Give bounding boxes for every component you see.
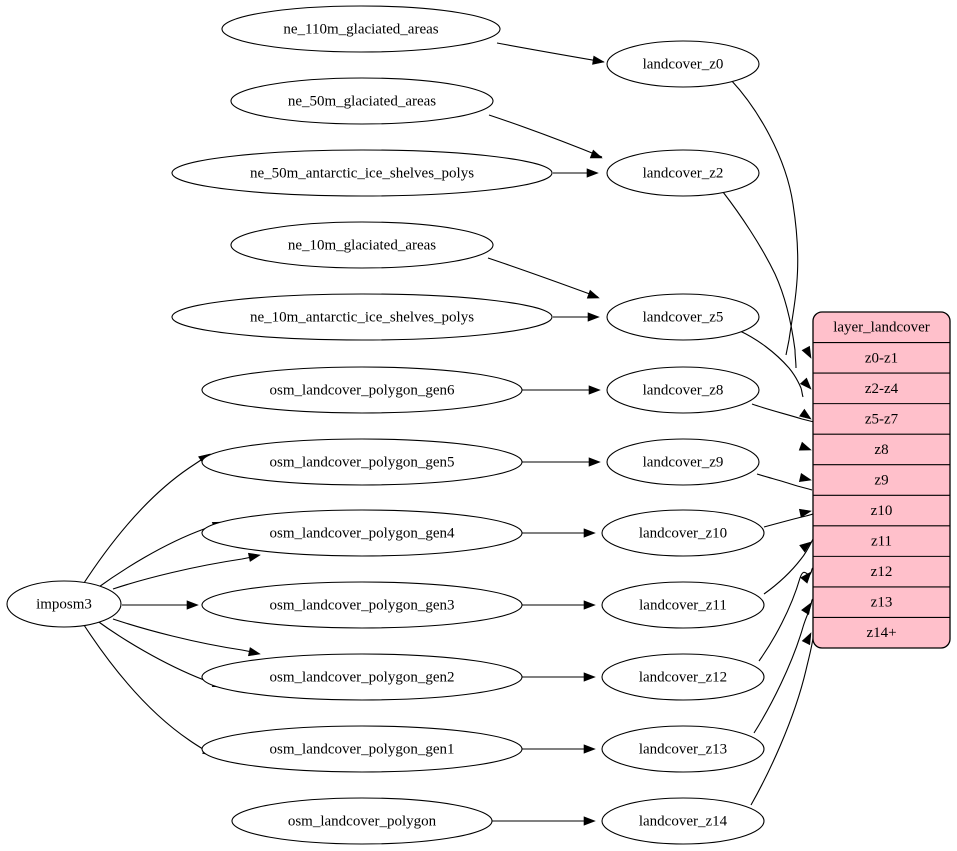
node-shape-osm_landcover_polygon — [231, 797, 493, 845]
node-shape-osm_landcover_polygon_gen2 — [201, 653, 523, 701]
arrowhead-landcover_z14_in — [583, 816, 596, 826]
node-osm_landcover_polygon_gen2[interactable]: osm_landcover_polygon_gen2 — [201, 653, 523, 701]
node-osm_landcover_polygon[interactable]: osm_landcover_polygon — [231, 797, 493, 845]
node-landcover_z12[interactable]: landcover_z12 — [601, 653, 765, 701]
node-shape-osm_landcover_polygon_gen3 — [201, 581, 523, 629]
node-landcover_z9[interactable]: landcover_z9 — [606, 438, 760, 486]
edge-ne_110m_glaciated_areas-to-landcover_z0 — [496, 42, 605, 63]
arrowhead-landcover_z13_in — [583, 744, 596, 754]
arrowhead-osm_gen4 — [247, 552, 261, 562]
node-landcover_z5[interactable]: landcover_z5 — [606, 293, 760, 341]
arrowhead-rec_z12 — [800, 571, 812, 584]
node-shape-landcover_z8 — [606, 366, 760, 414]
node-shape-landcover_z5 — [606, 293, 760, 341]
node-shape-osm_landcover_polygon_gen5 — [201, 438, 523, 486]
arrowhead-landcover_z12_in — [583, 672, 596, 682]
node-shape-landcover_z0 — [606, 40, 760, 88]
arrowhead-landcover_z10_in — [583, 528, 596, 538]
node-osm_landcover_polygon_gen5[interactable]: osm_landcover_polygon_gen5 — [201, 438, 523, 486]
arrowhead-rec_z2z4 — [799, 377, 812, 390]
arrowhead-rec_z0z1 — [801, 345, 812, 359]
edge-landcover_z2-to-record.z2-z4 — [722, 191, 797, 369]
arrowhead-rec_z8 — [798, 441, 812, 451]
node-shape-landcover_z13 — [601, 725, 765, 773]
node-landcover_z13[interactable]: landcover_z13 — [601, 725, 765, 773]
arrowhead-rec_z11 — [799, 541, 812, 553]
node-osm_landcover_polygon_gen4[interactable]: osm_landcover_polygon_gen4 — [201, 509, 523, 557]
node-shape-ne_10m_glaciated_areas — [230, 221, 494, 269]
record-outline — [812, 311, 951, 649]
node-shape-imposm3 — [6, 580, 122, 628]
arrowhead-rec_z14 — [801, 632, 812, 646]
edge-landcover_z10-to-record.z10 — [763, 512, 817, 528]
arrowhead-rec_z10 — [798, 508, 812, 518]
node-shape-landcover_z14 — [601, 797, 765, 845]
node-landcover_z10[interactable]: landcover_z10 — [601, 509, 765, 557]
arrowhead-landcover_z11_in — [583, 600, 596, 610]
arrowhead-rec_z5z7 — [799, 408, 812, 420]
node-shape-ne_110m_glaciated_areas — [221, 5, 501, 53]
node-landcover_z0[interactable]: landcover_z0 — [606, 40, 760, 88]
node-ne_50m_antarctic_ice_shelves_polys[interactable]: ne_50m_antarctic_ice_shelves_polys — [171, 149, 553, 197]
arrowhead-landcover_z0 — [592, 55, 605, 65]
arrowhead-landcover_z2_a — [589, 149, 603, 159]
node-shape-landcover_z2 — [606, 149, 760, 197]
node-shape-osm_landcover_polygon_gen6 — [201, 366, 523, 414]
edge-landcover_z0-to-record.z0-z1 — [730, 79, 799, 356]
edge-imposm3-to-osm_landcover_polygon_gen6 — [81, 455, 208, 587]
arrowhead-landcover_z9_in — [588, 457, 601, 467]
node-ne_50m_glaciated_areas[interactable]: ne_50m_glaciated_areas — [230, 77, 494, 125]
node-shape-osm_landcover_polygon_gen4 — [201, 509, 523, 557]
arrowhead-landcover_z5_b — [587, 312, 600, 322]
edge-landcover_z14-to-record.z14+ — [750, 628, 816, 806]
edge-imposm3-to-osm_landcover_polygon_gen2 — [112, 618, 258, 654]
node-landcover_z8[interactable]: landcover_z8 — [606, 366, 760, 414]
record-node-layer: layer_landcoverz0-z1z2-z4z5-z7z8z9z10z11… — [812, 311, 951, 649]
arrowhead-landcover_z8_in — [588, 385, 601, 395]
node-shape-landcover_z11 — [601, 581, 765, 629]
arrowhead-landcover_z5_a — [586, 289, 600, 299]
node-ne_110m_glaciated_areas[interactable]: ne_110m_glaciated_areas — [221, 5, 501, 53]
node-shape-ne_10m_antarctic_ice_shelves_polys — [171, 293, 553, 341]
edge-ne_10m_glaciated_areas-to-landcover_z5 — [487, 257, 599, 298]
node-shape-ne_50m_glaciated_areas — [230, 77, 494, 125]
edge-imposm3-to-osm_landcover_polygon_gen4 — [112, 555, 258, 590]
node-shape-osm_landcover_polygon_gen1 — [201, 725, 523, 773]
record-background — [813, 312, 950, 648]
arrowhead-rec_z9 — [798, 472, 812, 482]
node-shape-landcover_z9 — [606, 438, 760, 486]
arrowhead-osm_gen3 — [186, 600, 199, 610]
node-imposm3[interactable]: imposm3 — [6, 580, 122, 628]
arrowhead-osm_gen2 — [247, 647, 261, 657]
node-landcover_z14[interactable]: landcover_z14 — [601, 797, 765, 845]
node-ne_10m_antarctic_ice_shelves_polys[interactable]: ne_10m_antarctic_ice_shelves_polys — [171, 293, 553, 341]
edge-landcover_z9-to-record.z9 — [756, 473, 813, 491]
edge-ne_50m_glaciated_areas-to-landcover_z2 — [488, 114, 603, 158]
node-osm_landcover_polygon_gen1[interactable]: osm_landcover_polygon_gen1 — [201, 725, 523, 773]
edge-landcover_z5-to-record.z5-z7 — [739, 330, 804, 398]
node-osm_landcover_polygon_gen6[interactable]: osm_landcover_polygon_gen6 — [201, 366, 523, 414]
edge-imposm3-to-osm_landcover_polygon — [81, 621, 212, 755]
node-ne_10m_glaciated_areas[interactable]: ne_10m_glaciated_areas — [230, 221, 494, 269]
node-shape-landcover_z10 — [601, 509, 765, 557]
arrowhead-landcover_z2_b — [586, 168, 599, 178]
node-shape-ne_50m_antarctic_ice_shelves_polys — [171, 149, 553, 197]
edge-landcover_z8-to-record.z8 — [751, 403, 815, 423]
node-landcover_z2[interactable]: landcover_z2 — [606, 149, 760, 197]
arrowhead-rec_z13 — [801, 602, 812, 616]
node-osm_landcover_polygon_gen3[interactable]: osm_landcover_polygon_gen3 — [201, 581, 523, 629]
node-landcover_z11[interactable]: landcover_z11 — [601, 581, 765, 629]
nodes-layer: imposm3 ne_110m_glaciated_areas ne_50m_gla… — [6, 5, 765, 845]
node-shape-landcover_z12 — [601, 653, 765, 701]
